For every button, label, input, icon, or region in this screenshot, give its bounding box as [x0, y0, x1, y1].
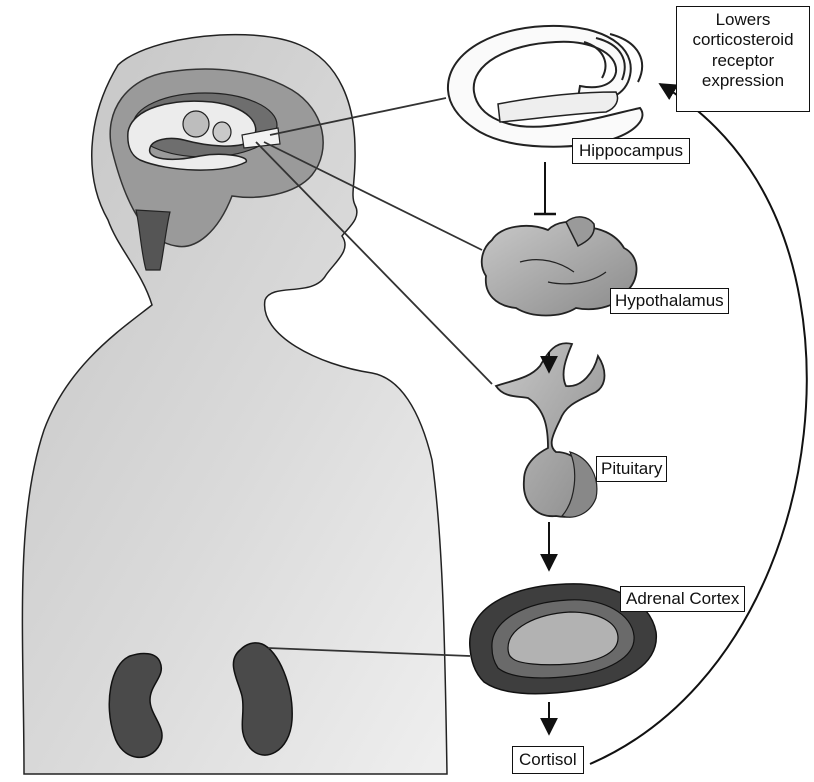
cortisol-label: Cortisol: [512, 746, 584, 774]
pituitary-label: Pituitary: [596, 456, 667, 482]
hypothalamus-label: Hypothalamus: [610, 288, 729, 314]
feedback-note-line: receptor: [677, 51, 809, 71]
adrenal-cortex-label: Adrenal Cortex: [620, 586, 745, 612]
hippocampus-icon: [448, 26, 643, 147]
feedback-note-line: corticosteroid: [677, 30, 809, 50]
feedback-note-label: Lowers corticosteroid receptor expressio…: [676, 6, 810, 112]
feedback-note-line: Lowers: [677, 10, 809, 30]
amygdala-icon: [213, 122, 231, 142]
hippocampus-label: Hippocampus: [572, 138, 690, 164]
feedback-note-line: expression: [677, 71, 809, 91]
thalamus-icon: [183, 111, 209, 137]
